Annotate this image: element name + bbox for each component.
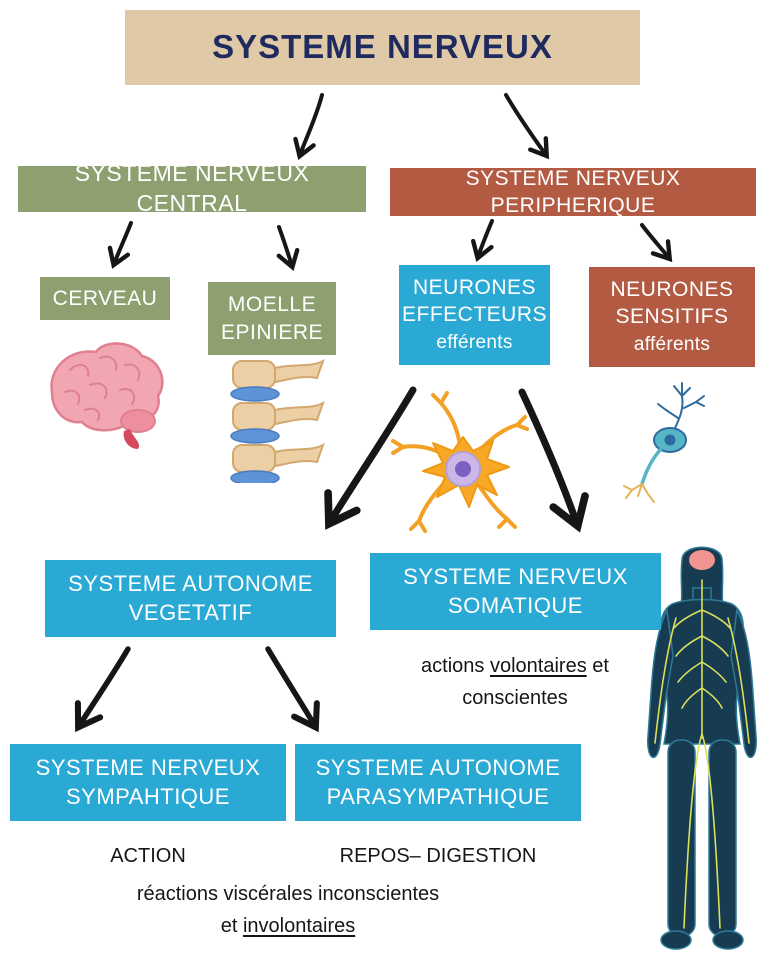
motor-neuron-icon	[391, 391, 529, 533]
node-label: SYSTEME NERVEUX CENTRAL	[74, 160, 310, 216]
arrow-vegetatif-to-sympathique	[74, 646, 131, 733]
node-label: NEURONES	[412, 275, 537, 299]
spinal-cord-icon	[230, 359, 325, 483]
node-neurones-sensitifs: NEURONES SENSITIFS afférents	[589, 267, 755, 367]
node-sublabel: efférents	[436, 332, 513, 354]
node-label: SOMATIQUE	[448, 592, 583, 618]
node-systeme-nerveux-peripherique: SYSTEME NERVEUX PERIPHERIQUE	[390, 167, 756, 217]
arrow-title-to-central	[293, 93, 324, 160]
note-text: et	[586, 655, 609, 677]
node-label: MOELLE	[227, 293, 317, 317]
node-cerveau: CERVEAU	[40, 277, 170, 320]
title-box: SYSTEME NERVEUX	[125, 10, 640, 85]
node-label: SYMPAHTIQUE	[65, 783, 230, 809]
arrow-periph-to-sensitifs	[640, 223, 673, 263]
note-text: actions	[421, 655, 490, 677]
node-label: VEGETATIF	[128, 599, 253, 625]
note-text: conscientes	[462, 687, 568, 709]
node-systeme-nerveux-sympathique: SYSTEME NERVEUX SYMPAHTIQUE	[10, 744, 286, 821]
brain-icon	[50, 342, 164, 449]
node-systeme-autonome-parasympathique: SYSTEME AUTONOME PARASYMPATHIQUE	[295, 744, 581, 821]
somatique-note: actions volontaires et conscientes	[375, 650, 655, 714]
repos-digestion-note: REPOS– DIGESTION	[318, 840, 558, 872]
arrow-central-to-cerveau	[107, 221, 133, 269]
node-label: SYSTEME NERVEUX PERIPHERIQUE	[465, 166, 681, 217]
node-neurones-effecteurs: NEURONES EFFECTEURS efférents	[399, 265, 550, 365]
node-label: SYSTEME AUTONOME	[68, 570, 313, 596]
human-nervous-system-icon	[647, 546, 757, 950]
note-text: réactions viscérales inconscientes	[136, 883, 440, 905]
node-moelle-epiniere: MOELLE EPINIERE	[208, 282, 336, 355]
arrow-central-to-moelle	[276, 225, 300, 272]
nerves-lines	[654, 579, 750, 929]
note-underlined-text: involontaires	[242, 915, 356, 937]
note-text: ACTION	[110, 845, 186, 867]
note-text: et	[220, 915, 243, 937]
node-label: CERVEAU	[52, 286, 158, 310]
note-text: REPOS– DIGESTION	[339, 845, 537, 867]
arrow-periph-to-effecteurs	[470, 219, 494, 262]
body-brain-icon	[689, 550, 715, 570]
page-title: SYSTEME NERVEUX	[212, 28, 553, 66]
node-sublabel: afférents	[633, 334, 711, 356]
node-label: EFFECTEURS	[401, 303, 547, 327]
node-label: SYSTEME NERVEUX	[35, 754, 261, 780]
node-systeme-autonome-vegetatif: SYSTEME AUTONOME VEGETATIF	[45, 560, 336, 637]
node-label: SYSTEME AUTONOME	[315, 754, 561, 780]
note-underlined-text: volontaires	[489, 655, 587, 677]
node-label: SENSITIFS	[615, 305, 729, 329]
arrow-vegetatif-to-parasympathique	[265, 646, 320, 733]
action-note: ACTION	[68, 840, 228, 872]
node-label: SYSTEME NERVEUX	[403, 563, 628, 589]
visceral-reactions-note: réactions viscérales inconscientes et in…	[88, 878, 488, 942]
node-systeme-nerveux-somatique: SYSTEME NERVEUX SOMATIQUE	[370, 553, 661, 630]
arrow-title-to-peripherique	[504, 93, 550, 160]
node-label: PARASYMPATHIQUE	[326, 783, 550, 809]
node-systeme-nerveux-central: SYSTEME NERVEUX CENTRAL	[18, 160, 366, 216]
node-label: NEURONES	[610, 277, 734, 301]
node-label: EPINIERE	[220, 320, 324, 344]
sensory-neuron-icon	[623, 382, 705, 503]
